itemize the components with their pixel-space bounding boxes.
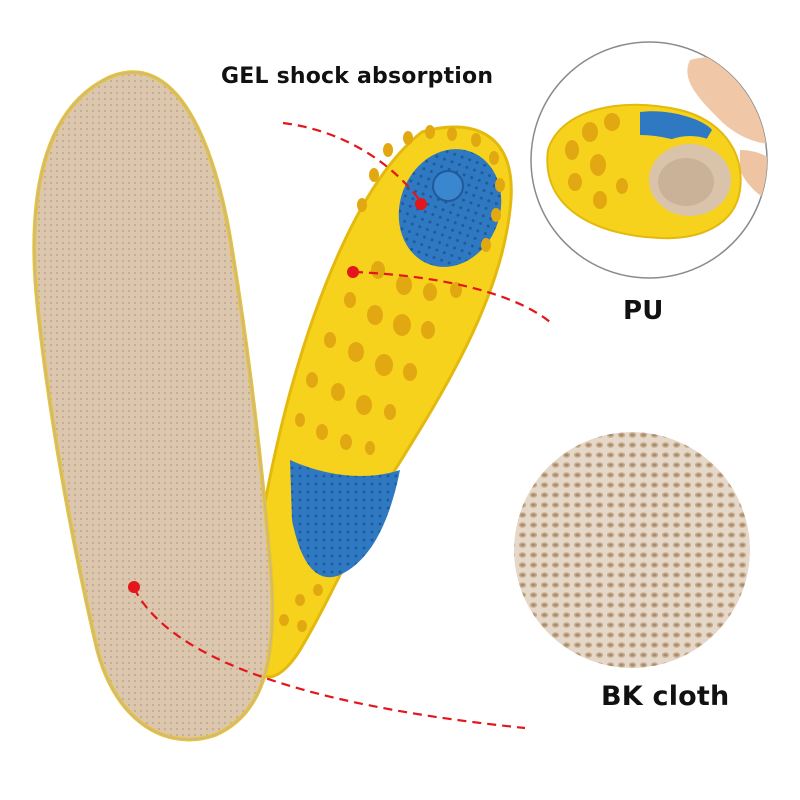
pu-callout-marker [347, 266, 359, 278]
pu-insole [250, 125, 513, 679]
gel-shock-absorption-label: GEL shock absorption [221, 64, 494, 89]
cloth-detail-inset [514, 432, 750, 668]
heel-gel-pad [398, 149, 502, 267]
fabric-insole [32, 70, 275, 742]
gel-callout-line [282, 121, 422, 203]
gel-callout-marker [415, 198, 427, 210]
pu-callout-line [353, 270, 551, 323]
pu-detail-inset [530, 41, 768, 279]
bk-cloth-label: BK cloth [601, 681, 730, 712]
pu-label: PU [623, 296, 664, 326]
forefoot-gel-pad [290, 460, 400, 578]
cloth-callout-marker [128, 581, 140, 593]
